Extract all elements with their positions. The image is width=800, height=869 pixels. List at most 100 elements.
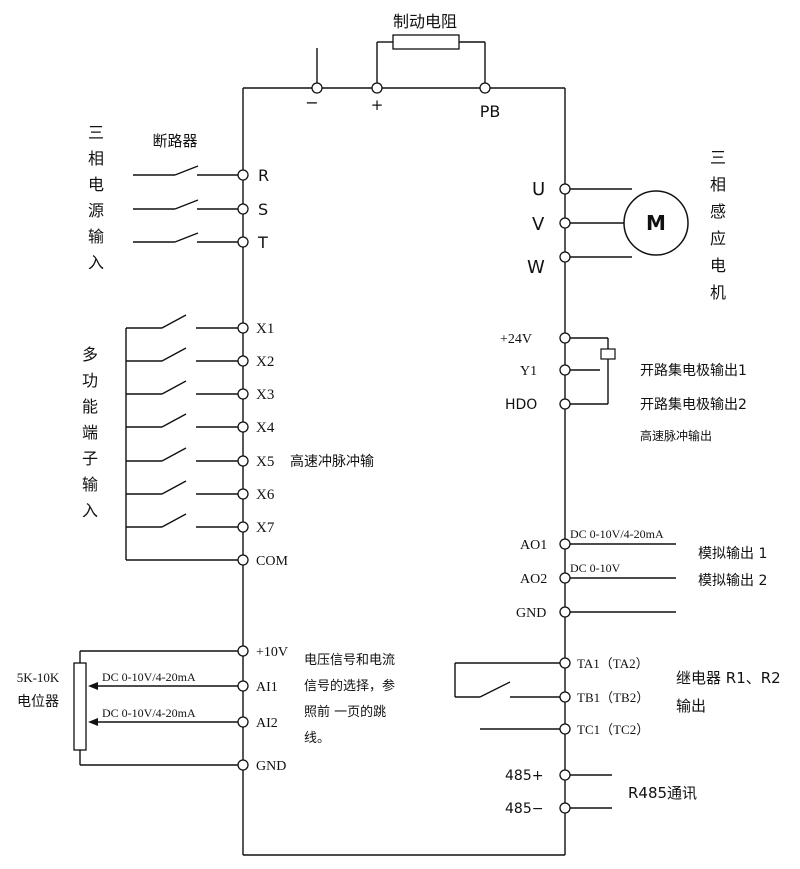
terminal-hdo-label: HDO: [505, 397, 537, 413]
terminal-ai2-label: AI2: [256, 716, 278, 731]
terminal-v: [559, 217, 571, 229]
brake-resistor: [392, 34, 460, 50]
terminal-ao1-label: AO1: [520, 538, 547, 553]
terminal-24v: [559, 332, 571, 344]
terminal-ai1-label: AI1: [256, 680, 278, 695]
multi-input-section: 多 功 能 端 子 输 入: [82, 314, 374, 569]
minus-label: −: [305, 93, 318, 112]
terminal-gnd-in-label: GND: [256, 759, 286, 774]
relay-coil-symbol: [600, 348, 616, 360]
terminal-24v-label: +24V: [500, 332, 532, 347]
terminal-hdo: [559, 398, 571, 410]
plus-label: +: [371, 96, 384, 114]
terminal-y1-label: Y1: [520, 364, 537, 379]
breaker-label: 断路器: [152, 132, 197, 150]
terminal-t: [237, 236, 249, 248]
analog-output-section: AO1 AO2 GND DC 0-10V/4-20mA DC 0-10V 模拟输…: [516, 527, 767, 621]
potentiometer: [73, 662, 87, 751]
input-switch-x3: [126, 380, 238, 395]
terminal-x6-label: X6: [256, 487, 275, 503]
terminal-485-plus: [559, 769, 571, 781]
power-side-label-3: 源: [88, 201, 104, 220]
motor-label: M: [646, 211, 666, 235]
power-side-label-1: 相: [88, 149, 104, 168]
multi-side-label-2: 能: [82, 397, 98, 416]
terminal-s: [237, 203, 249, 215]
terminal-x7-label: X7: [256, 520, 275, 536]
relay-label-2: 输出: [676, 697, 706, 715]
terminal-ao1: [559, 538, 571, 550]
terminal-x3-label: X3: [256, 387, 274, 403]
input-switch-x5: [126, 447, 238, 462]
terminal-v-label: V: [532, 214, 545, 235]
ai1-signal-label: DC 0-10V/4-20mA: [102, 670, 196, 684]
terminal-y1: [559, 364, 571, 376]
ai-note-line-3: 线。: [304, 731, 330, 746]
terminal-gnd-in: [237, 759, 249, 771]
terminal-x5: [237, 455, 249, 467]
multi-side-label-5: 输: [82, 475, 98, 494]
relay-label-1: 继电器 R1、R2: [676, 669, 781, 687]
terminal-w: [559, 251, 571, 263]
terminal-gnd-out: [559, 606, 571, 618]
terminal-w-label: W: [527, 257, 545, 278]
terminal-s-label: S: [258, 200, 268, 219]
terminal-r-label: R: [258, 166, 269, 185]
ai-note-line-0: 电压信号和电流: [304, 653, 395, 668]
terminal-ta-label: TA1（TA2）: [577, 656, 649, 671]
terminal-pb: [479, 82, 491, 94]
terminal-tc: [559, 723, 571, 735]
motor-side-label-3: 应: [710, 229, 726, 248]
terminal-x6: [237, 488, 249, 500]
ao1-signal-label: DC 0-10V/4-20mA: [570, 527, 664, 541]
analog-output-label-2: 模拟输出 2: [698, 573, 767, 589]
terminal-tc-label: TC1（TC2）: [577, 722, 649, 737]
power-side-label-4: 输: [88, 227, 104, 246]
terminal-x1-label: X1: [256, 321, 274, 337]
terminal-485-minus-label: 485−: [505, 801, 543, 817]
ai-note-line-2: 照前 一页的跳: [304, 704, 386, 720]
motor-symbol: [623, 190, 689, 256]
terminal-com: [237, 554, 249, 566]
terminal-u: [559, 183, 571, 195]
analog-input-section: +10V AI1 AI2 GND DC 0-10V/4-20mA DC 0-10…: [17, 645, 395, 774]
power-input-section: 三 相 电 源 输 入 断路器 R S T: [88, 123, 269, 272]
open-collector-label-2: 开路集电极输出2: [640, 396, 747, 413]
motor-side-label-4: 电: [710, 256, 726, 275]
terminal-com-label: COM: [256, 554, 288, 569]
terminal-x5-label: X5: [256, 454, 274, 470]
terminal-x2: [237, 355, 249, 367]
terminal-x2-label: X2: [256, 354, 274, 370]
terminal-gnd-out-label: GND: [516, 606, 546, 621]
relay-section: TA1（TA2） TB1（TB2） TC1（TC2） 继电器 R1、R2 输出: [454, 656, 781, 737]
terminal-x1: [237, 322, 249, 334]
motor-side-label-5: 机: [710, 283, 726, 302]
terminal-plus: [371, 82, 383, 94]
pot-label: 电位器: [17, 694, 59, 710]
ao2-signal-label: DC 0-10V: [570, 561, 621, 575]
x5-note: 高速冲脉冲输: [290, 453, 374, 470]
terminal-u-label: U: [532, 179, 545, 200]
input-switch-x1: [126, 314, 238, 329]
motor-side-label-1: 相: [710, 175, 726, 194]
terminal-tb: [559, 691, 571, 703]
terminal-ao2-label: AO2: [520, 572, 547, 587]
terminal-t-label: T: [257, 233, 268, 252]
power-side-label-5: 入: [88, 253, 104, 272]
terminal-ai2: [237, 716, 249, 728]
input-switch-x6: [126, 480, 238, 495]
brake-resistor-label: 制动电阻: [393, 12, 457, 31]
terminal-r: [237, 169, 249, 181]
terminal-ta: [559, 657, 571, 669]
pb-label: PB: [480, 102, 501, 121]
motor-side-label-2: 感: [710, 202, 726, 221]
ai-note-line-1: 信号的选择，参: [304, 678, 395, 694]
terminal-tb-label: TB1（TB2）: [577, 690, 649, 705]
terminal-10v-label: +10V: [256, 645, 288, 660]
multi-side-label-4: 子: [82, 449, 98, 468]
open-collector-label-1: 开路集电极输出1: [640, 362, 747, 379]
terminal-ao2: [559, 572, 571, 584]
inverter-body: [242, 87, 566, 856]
rs485-label: R485通讯: [628, 784, 697, 802]
